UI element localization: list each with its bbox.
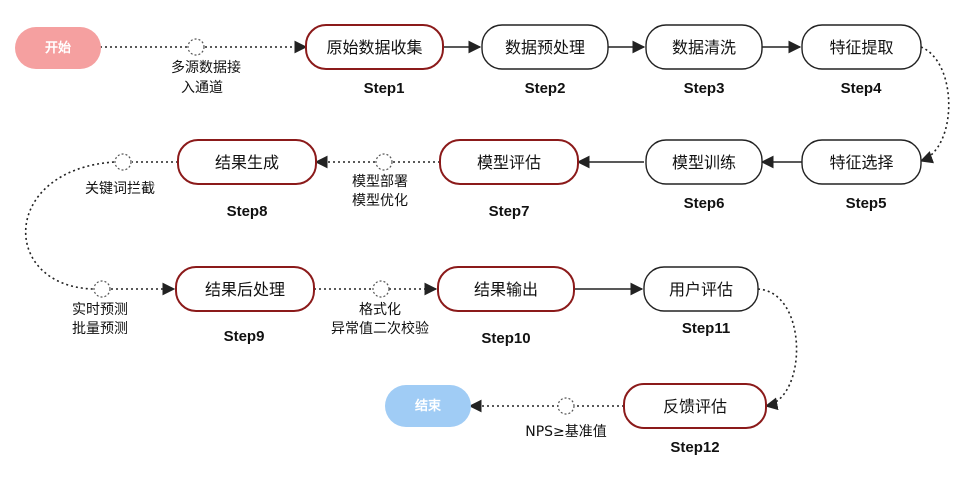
process-node-box [305,24,444,70]
process-node-label: 特征提取 [829,38,893,57]
process-node-box [437,266,575,312]
step-label-7: Step7 [489,203,530,220]
process-node-label: 反馈评估 [663,397,727,416]
process-node-step10: 结果输出 [437,266,575,312]
process-node-label: 模型评估 [477,153,541,172]
step-label-10: Step10 [481,330,530,347]
note-multi-source-1: 多源数据接 [171,59,241,76]
process-node-step8: 结果生成 [177,139,317,185]
step-label-11: Step11 [682,320,730,337]
waypoint-keyword-block [114,153,132,171]
process-node-label: 数据清洗 [672,38,736,57]
process-node-box [623,383,767,429]
end-label: 结束 [415,398,442,414]
waypoint-model-deploy [375,153,393,171]
note-model-deploy-1: 模型部署 [352,174,408,190]
waypoint-nps [557,397,575,415]
process-node-box [175,266,315,312]
process-node-label: 数据预处理 [505,38,585,57]
process-node-box [439,139,579,185]
process-node-label: 模型训练 [672,153,736,172]
note-nps: NPS≥基准值 [525,423,607,440]
note-keyword-block: 关键词拦截 [85,181,155,197]
waypoint-realtime [93,280,111,298]
process-node-box [177,139,317,185]
process-node-step2: 数据预处理 [481,24,609,70]
process-node-label: 原始数据收集 [326,38,422,57]
start-terminal: 开始 [15,27,101,69]
process-node-step7: 模型评估 [439,139,579,185]
process-node-label: 特征选择 [829,153,893,172]
step-label-8: Step8 [227,203,268,220]
note-realtime-1: 实时预测 [72,302,128,318]
process-node-step5: 特征选择 [801,139,922,185]
edge-step11-step12 [757,288,798,411]
note-model-deploy-2: 模型优化 [352,193,408,209]
process-node-step3: 数据清洗 [645,24,763,70]
step-label-3: Step3 [684,80,725,97]
process-node-box [643,266,759,312]
process-node-label: 用户评估 [669,280,733,299]
step-label-2: Step2 [525,80,566,97]
step-label-9: Step9 [224,328,265,345]
process-node-box [481,24,609,70]
process-node-step9: 结果后处理 [175,266,315,312]
edge-step4-step5 [919,46,950,164]
process-node-step12: 反馈评估 [623,383,767,429]
process-node-step11: 用户评估 [643,266,759,312]
process-node-step6: 模型训练 [645,139,763,185]
process-node-step1: 原始数据收集 [305,24,444,70]
process-node-label: 结果输出 [474,280,538,299]
step-label-5: Step5 [846,195,887,212]
process-node-label: 结果生成 [215,153,279,172]
note-multi-source-2: 入通道 [181,80,223,96]
waypoint-format [372,280,390,298]
process-node-label: 结果后处理 [205,280,285,299]
process-node-step4: 特征提取 [801,24,922,70]
note-realtime-2: 批量预测 [72,321,128,337]
process-node-box [645,24,763,70]
end-terminal: 结束 [385,385,471,427]
step-label-12: Step12 [670,439,719,456]
waypoint-multi-source [187,38,205,56]
step-label-6: Step6 [684,195,725,212]
process-node-box [801,24,922,70]
process-node-box [645,139,763,185]
start-label: 开始 [45,40,71,56]
step-label-4: Step4 [841,80,883,97]
note-format-2: 异常值二次校验 [331,320,429,337]
process-node-box [801,139,922,185]
step-label-1: Step1 [364,80,405,97]
note-format-1: 格式化 [359,302,401,318]
